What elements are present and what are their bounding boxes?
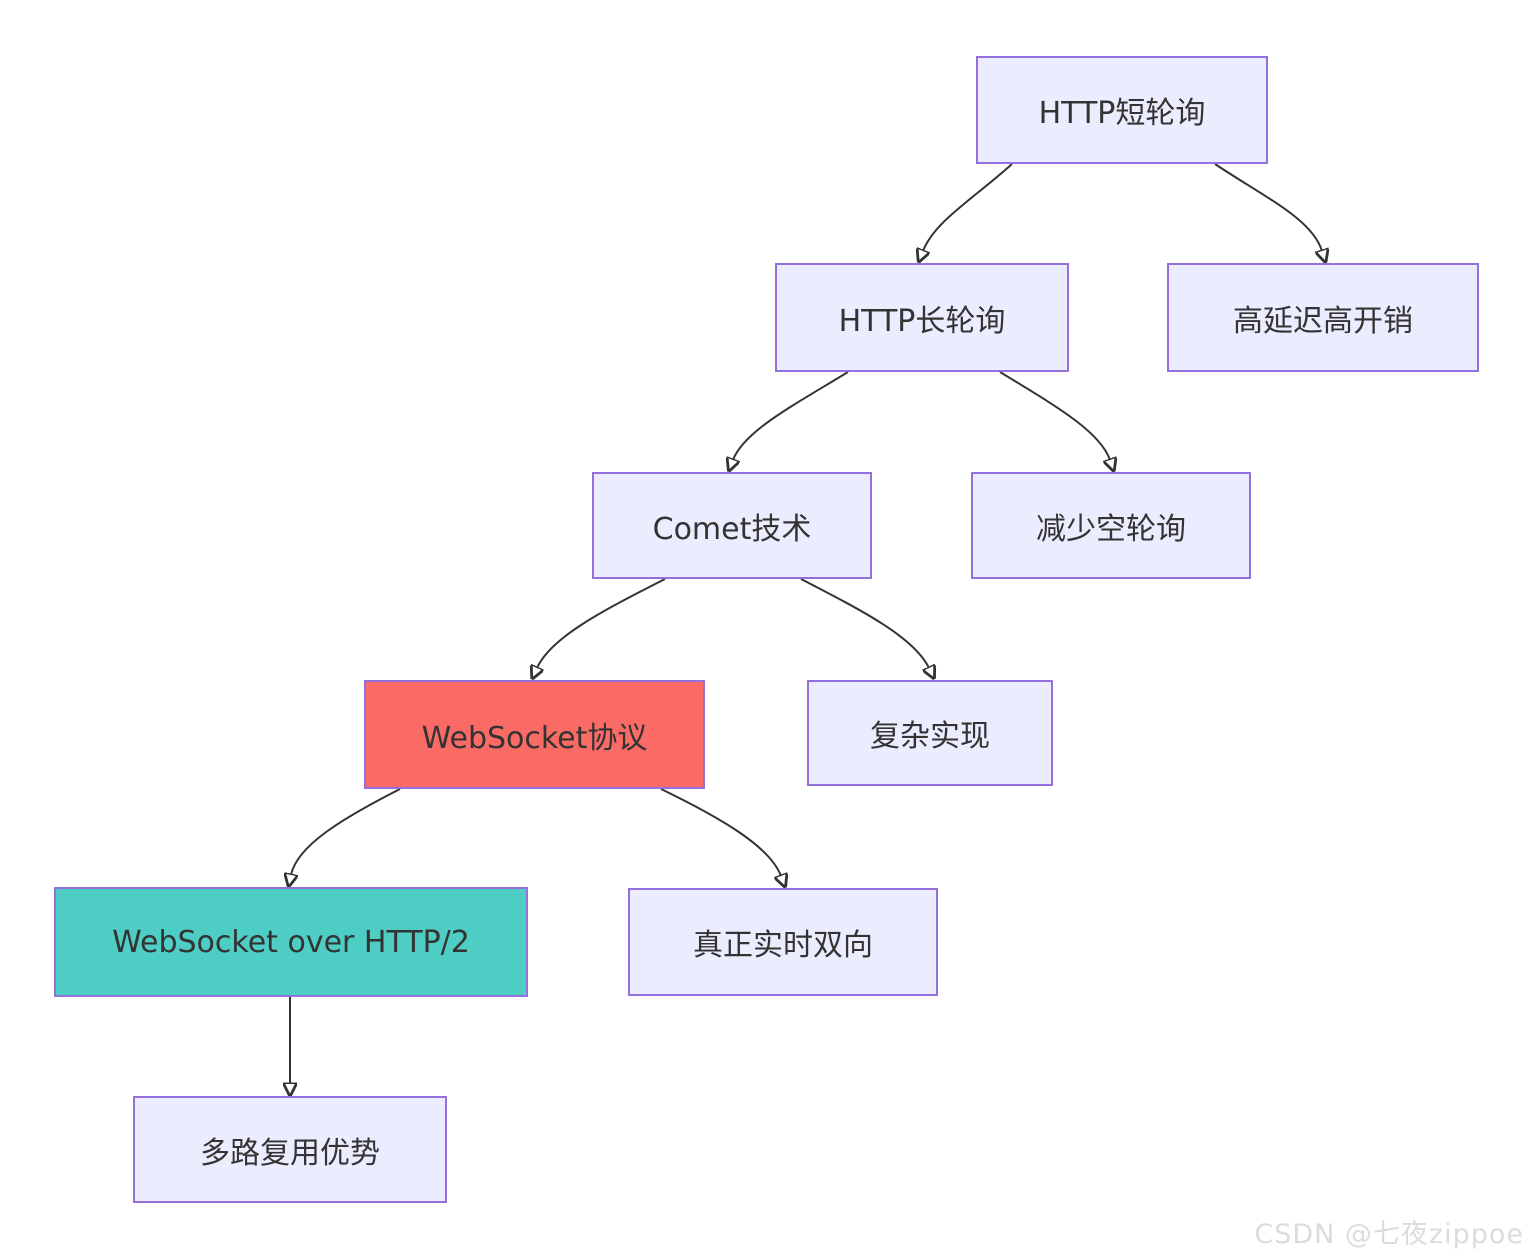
node-label: WebSocket协议	[421, 720, 648, 756]
node-label: 复杂实现	[870, 719, 990, 754]
node-realtime-bidirectional: 真正实时双向	[628, 888, 938, 996]
node-comet-technology: Comet技术	[592, 472, 872, 579]
node-high-latency-overhead: 高延迟高开销	[1167, 263, 1479, 372]
node-label: 多路复用优势	[200, 1135, 380, 1171]
node-http-long-polling: HTTP长轮询	[775, 263, 1069, 372]
edge-comet-to-websocket	[537, 578, 666, 668]
node-label: WebSocket over HTTP/2	[112, 924, 470, 960]
edge-long-polling-to-comet	[733, 371, 849, 460]
node-websocket-protocol: WebSocket协议	[364, 680, 705, 789]
node-complex-implementation: 复杂实现	[807, 680, 1053, 786]
node-http-short-polling: HTTP短轮询	[976, 56, 1268, 164]
edge-websocket-to-http2	[291, 788, 401, 875]
edge-websocket-to-bidirectional	[660, 788, 781, 876]
node-label: 高延迟高开销	[1233, 303, 1413, 339]
node-multiplexing-advantage: 多路复用优势	[133, 1096, 447, 1203]
node-label: 真正实时双向	[693, 928, 873, 963]
node-label: HTTP短轮询	[1038, 96, 1206, 131]
node-label: HTTP长轮询	[838, 303, 1006, 339]
node-reduce-empty-polling: 减少空轮询	[971, 472, 1251, 579]
edge-long-polling-to-reduce-empty	[999, 371, 1110, 460]
watermark-text: CSDN @七夜zippoe	[1254, 1219, 1524, 1250]
edge-comet-to-complex	[800, 578, 929, 668]
edge-short-polling-to-high-latency	[1214, 163, 1322, 251]
node-label: 减少空轮询	[1036, 511, 1186, 547]
node-websocket-over-http2: WebSocket over HTTP/2	[54, 887, 528, 997]
edge-short-polling-to-long-polling	[923, 163, 1013, 251]
node-label: Comet技术	[652, 511, 812, 547]
